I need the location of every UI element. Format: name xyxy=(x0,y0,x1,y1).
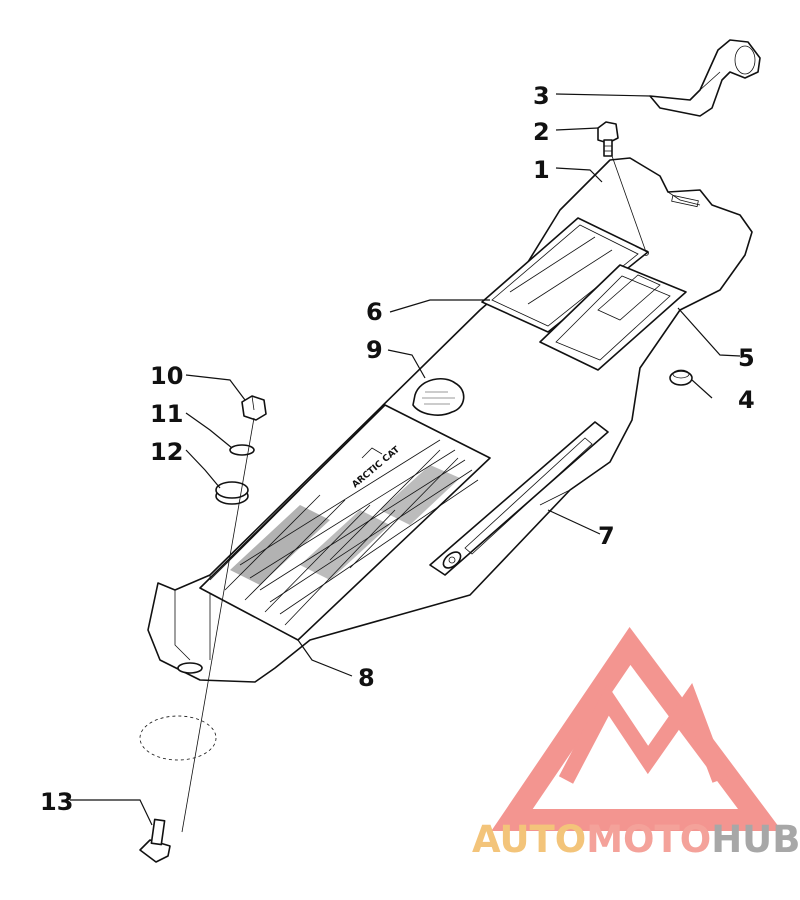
callout-4: 4 xyxy=(738,386,755,414)
callout-1: 1 xyxy=(533,156,550,184)
watermark-text: AUTOMOTOHUB xyxy=(472,818,800,861)
bolt-part-2 xyxy=(597,121,619,157)
decal-6 xyxy=(481,217,649,333)
callout-6: 6 xyxy=(366,298,383,326)
decal-9-texture xyxy=(422,391,455,405)
svg-text:AUTOMOTOHUB: AUTOMOTOHUB xyxy=(472,818,800,861)
decal-9 xyxy=(412,377,465,416)
callout-8: 8 xyxy=(358,664,375,692)
spacer-part-12 xyxy=(215,481,249,505)
callout-12: 12 xyxy=(150,438,183,466)
bracket-part-3 xyxy=(649,39,761,117)
callout-5: 5 xyxy=(738,344,755,372)
dashed-washer xyxy=(139,715,217,761)
callout-13: 13 xyxy=(40,788,73,816)
callout-labels: 1 2 3 4 5 6 7 8 9 10 11 12 13 xyxy=(40,82,755,816)
leader-lines xyxy=(70,93,741,826)
nut-part-10 xyxy=(241,395,267,421)
assembly-lines xyxy=(181,155,647,833)
watermark-moto: MOTO xyxy=(586,818,711,861)
watermark-hub: HUB xyxy=(711,818,800,861)
callout-3: 3 xyxy=(533,82,550,110)
decal-5 xyxy=(539,264,687,371)
callout-9: 9 xyxy=(366,336,383,364)
watermark-logo xyxy=(491,627,782,831)
grommet-part-4 xyxy=(669,369,693,386)
callout-10: 10 xyxy=(150,362,183,390)
watermark-auto: AUTO xyxy=(472,818,586,861)
callout-11: 11 xyxy=(150,400,183,428)
decal-8: ARCTIC CAT xyxy=(199,404,491,641)
callout-2: 2 xyxy=(533,118,550,146)
decal-7 xyxy=(429,421,609,576)
bolt-part-13 xyxy=(139,818,171,863)
callout-7: 7 xyxy=(598,522,615,550)
washer-part-11 xyxy=(229,444,255,456)
